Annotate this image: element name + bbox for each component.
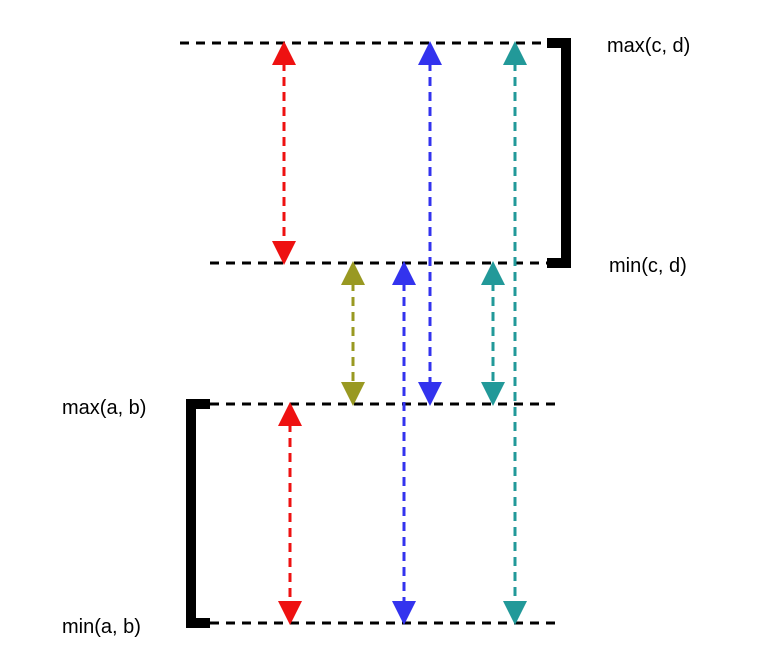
label-min-ab: min(a, b): [62, 616, 141, 638]
ab-interval-bracket: [186, 399, 210, 628]
label-max-cd: max(c, d): [607, 35, 691, 57]
cd-interval-bracket: [547, 38, 571, 268]
label-max-ab: max(a, b): [62, 397, 147, 419]
label-min-cd: min(c, d): [609, 255, 687, 277]
